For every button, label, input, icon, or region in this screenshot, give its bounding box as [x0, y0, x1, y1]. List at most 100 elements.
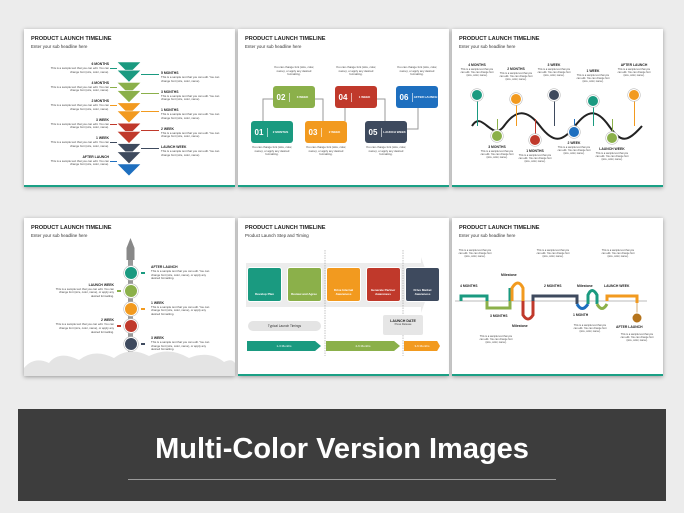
phase-arrow: 2-6 Months: [326, 341, 400, 351]
stage-text: This is a sample text that you can edit.…: [151, 340, 210, 352]
timeline-label: 4 MONTHS: [91, 80, 109, 85]
timeline-label: 3 MONTHS: [161, 89, 179, 94]
process-step: Drive Market Awareness: [405, 267, 440, 302]
connector: [141, 92, 159, 94]
timeline-text: This is a sample text that you can edit.…: [161, 112, 220, 120]
milestone-text: This is a sample text that you can edit.…: [576, 74, 610, 83]
stem: [574, 119, 575, 126]
connector: [110, 160, 117, 162]
milestone-text: This is a sample text that you can edit.…: [518, 154, 552, 163]
stage-label: 3 WEEK: [151, 336, 164, 341]
slide-subtitle: Enter your sub headline here: [31, 44, 88, 49]
milestone-icon: [529, 134, 541, 146]
timeline-label: 2 WEEK: [161, 126, 174, 131]
stage-text: This is a sample text that you can edit.…: [151, 269, 210, 281]
stage-label: 2 WEEK: [101, 318, 114, 323]
slide-thumbnail-rocket-timeline[interactable]: PRODUCT LAUNCH TIMELINE Enter your sub he…: [24, 218, 235, 376]
slide-title: PRODUCT LAUNCH TIMELINE: [31, 225, 112, 231]
timeline-text: This is a sample text that you can edit.…: [50, 84, 109, 93]
step-label: AFTER LAUNCH: [413, 95, 438, 99]
process-step-label: Drive Internal Awareness: [333, 288, 354, 296]
step-number: 02: [273, 92, 290, 102]
timeline-text: This is a sample text that you can edit.…: [50, 103, 109, 111]
timeline-label: 2 MONTHS: [91, 99, 109, 103]
press-release-label: Press Release: [394, 323, 412, 326]
slide-bottom-bar: [452, 185, 663, 187]
timeline-text: This is a sample text that you can edit.…: [458, 249, 492, 259]
connector: [110, 142, 117, 143]
step-number: 04: [335, 92, 352, 102]
timeline-text: This is a sample text that you can edit.…: [620, 333, 654, 343]
banner-divider: [128, 479, 556, 480]
slide-subtitle: Enter your sub headline here: [459, 233, 516, 238]
timeline-text: This is a sample text that you can edit.…: [50, 140, 109, 148]
milestone-text: This is a sample text that you can edit.…: [595, 152, 629, 161]
timeline-label: 1 MONTH: [573, 313, 589, 317]
stage-label: LAUNCH WEEK: [88, 282, 114, 287]
step-caption: You can change font (size, color, name),…: [365, 145, 407, 157]
milestone-text: This is a sample text that you can edit.…: [537, 68, 571, 77]
milestone-icon: [471, 89, 483, 101]
milestone-label: AFTER LAUNCH: [620, 63, 648, 67]
slide-title: PRODUCT LAUNCH TIMELINE: [245, 225, 326, 231]
timeline-label: Milestone: [512, 324, 528, 328]
connector: [110, 68, 117, 69]
banner: Multi-Color Version Images: [18, 409, 666, 501]
process-step-label: Drive Market Awareness: [413, 288, 432, 296]
step-label: 3 WEEK: [296, 95, 309, 99]
step-number: 01: [251, 127, 268, 137]
step-caption: You can change font (size, color, name),…: [396, 65, 438, 77]
stage-text: This is a sample text that you can edit.…: [151, 304, 210, 316]
step-box: 02 3 WEEK: [273, 86, 315, 108]
typical-timings-pill: Typical Launch Timings: [248, 321, 321, 331]
milestone-label: 1 WEEK: [586, 69, 600, 73]
snake-timeline: [455, 281, 647, 324]
milestone-icon: [606, 132, 618, 144]
timeline-label: LAUNCH WEEK: [161, 145, 187, 149]
process-step-label: Review and Agree: [291, 292, 317, 296]
step-caption: You can change font (size, color, name),…: [305, 145, 347, 157]
slide-subtitle: Enter your sub headline here: [245, 44, 302, 49]
timeline-label: LAUNCH WEEK: [604, 284, 630, 288]
slide-bottom-bar: [452, 374, 663, 376]
pointer: [117, 289, 121, 292]
timeline-text: This is a sample text that you can edit.…: [536, 249, 570, 259]
milestone-text: This is a sample text that you can edit.…: [460, 68, 494, 77]
step-caption: You can change font (size, color, name),…: [251, 145, 293, 157]
slide-subtitle: Enter your sub headline here: [31, 233, 88, 238]
milestone-text: This is a sample text that you can edit.…: [617, 68, 651, 77]
stem: [612, 119, 613, 132]
connector: [110, 86, 117, 88]
timeline-label: 1 MONTHS: [161, 108, 179, 112]
step-label: LAUNCH WEEK: [383, 130, 406, 134]
timeline-text: This is a sample text that you can edit.…: [50, 66, 109, 74]
stem: [497, 119, 498, 130]
stage-icon: [124, 337, 138, 352]
step-number: 06: [396, 92, 413, 102]
step-label: 2 WEEK: [328, 130, 341, 134]
stem: [535, 119, 536, 134]
milestone-text: This is a sample text that you can edit.…: [499, 72, 533, 81]
milestone-label: LAUNCH WEEK: [599, 147, 625, 151]
timeline-text: This is a sample text that you can edit.…: [50, 158, 109, 167]
stage-icon: [124, 301, 138, 316]
timeline-text: This is a sample text that you can edit.…: [161, 75, 220, 83]
process-step: Develop Plan: [247, 267, 282, 302]
timeline-label: AFTER LAUNCH: [616, 325, 643, 329]
process-step: Generate Partner Awareness: [365, 267, 401, 302]
wave-line: [471, 112, 643, 140]
step-label: 1 WEEK: [358, 95, 371, 99]
timeline-label: 4 MONTHS: [460, 284, 478, 288]
stage-icon: [124, 283, 138, 298]
milestone-label: 2 MONTHS: [507, 67, 525, 71]
stage-text: This is a sample text that you can edit.…: [55, 286, 114, 298]
launch-date-label: LAUNCH DATE: [390, 319, 416, 323]
